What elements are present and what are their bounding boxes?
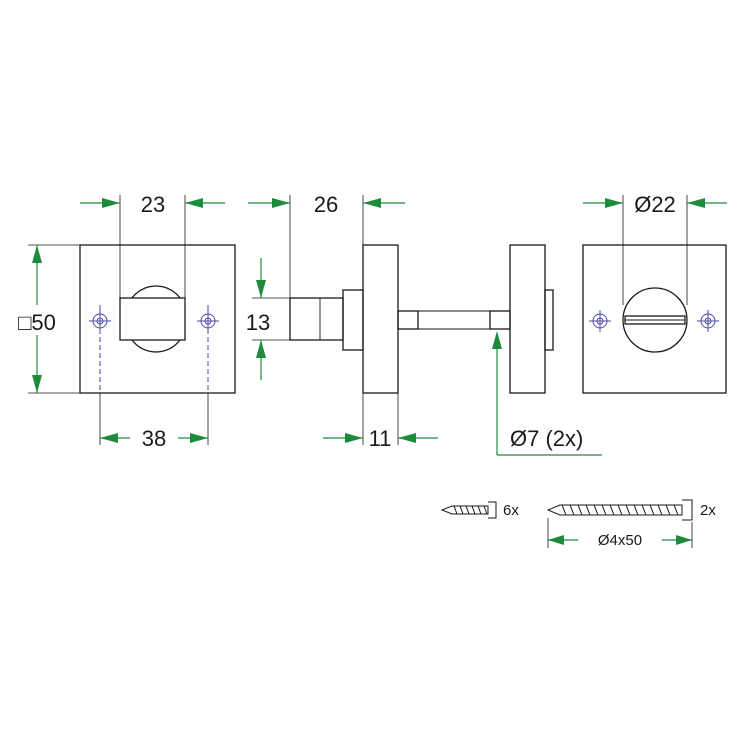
screw-hole-left-2 — [197, 310, 219, 332]
dimension-pin-diameter: Ø7 (2x) — [492, 331, 602, 456]
dimension-23: 23 — [80, 192, 225, 298]
dim-pin-diameter-label: Ø7 (2x) — [510, 426, 583, 451]
right-rosette — [582, 244, 727, 394]
dimension-screw-length: Ø4x50 — [547, 518, 693, 549]
dim-26-label: 26 — [314, 192, 338, 217]
short-screw: 6x — [440, 501, 519, 519]
dim-38-label: 38 — [142, 426, 166, 451]
left-rosette — [79, 244, 236, 394]
dimension-diameter-22: Ø22 — [583, 192, 727, 305]
dim-square-50-label: □50 — [18, 310, 56, 335]
dimension-26: 26 — [248, 192, 405, 298]
screw-hole-right-2 — [697, 310, 719, 332]
short-screw-qty: 6x — [503, 502, 519, 519]
dimension-13: 13 — [246, 258, 290, 380]
long-screw-qty: 2x — [700, 502, 716, 519]
dim-diameter-22-label: Ø22 — [634, 192, 676, 217]
thumb-turn — [119, 285, 186, 353]
dim-13-label: 13 — [246, 310, 270, 335]
long-screw: 2x — [546, 499, 716, 521]
dim-screw-length-label: Ø4x50 — [598, 532, 642, 549]
dimension-square-50: □50 — [18, 244, 80, 394]
dimension-38: 38 — [99, 393, 209, 451]
side-view-assembly — [289, 244, 554, 394]
dimension-11: 11 — [323, 393, 438, 451]
screw-hole-left-1 — [89, 310, 111, 332]
screw-hole-right-1 — [589, 310, 611, 332]
dim-11-label: 11 — [369, 426, 392, 451]
dim-23-label: 23 — [141, 192, 165, 217]
